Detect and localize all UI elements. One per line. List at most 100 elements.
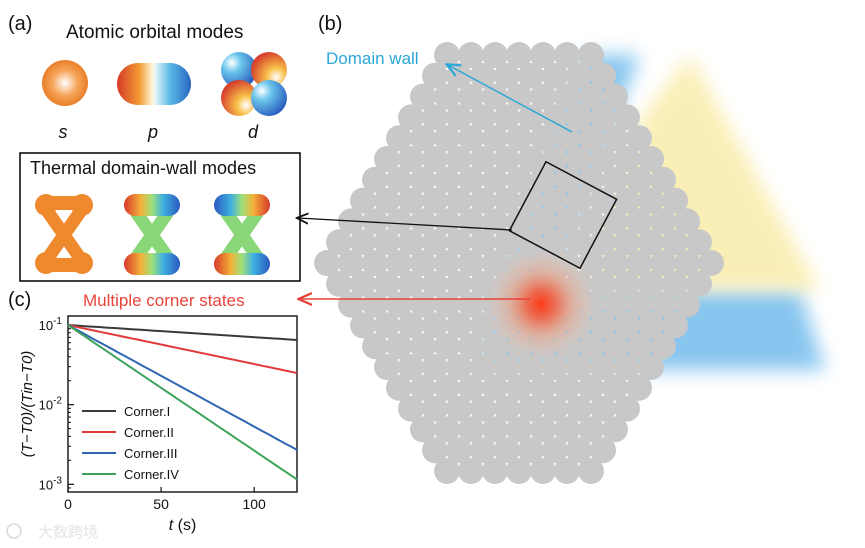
series-line-2 [67,324,298,374]
lattice-node [518,437,544,464]
lattice-node [482,166,508,193]
lattice-node [398,395,424,422]
lattice-node [470,187,496,214]
lattice-node [398,146,424,172]
lattice-node [506,458,532,484]
legend-label: Corner.III [124,446,177,461]
lattice-node [422,229,448,256]
lattice-node [530,125,556,152]
lattice-node [614,312,640,339]
series-line-4 [67,324,298,481]
lattice-node [674,250,700,276]
x-tick-label: 0 [64,496,72,512]
series-line-3 [67,324,298,451]
lattice-node [374,146,400,172]
lattice-node [434,374,460,401]
lattice-node [470,437,496,464]
corner-state-glow [486,249,596,359]
lattice-node [458,250,484,276]
lattice-node [530,166,556,193]
lattice-node [638,229,664,256]
thermal-modes-title: Thermal domain-wall modes [30,158,256,178]
lattice-node [422,270,448,297]
y-tick-exp: -1 [53,316,62,327]
lattice-node [542,104,568,131]
lattice-node [470,146,496,172]
lattice-node [434,83,460,110]
lattice-node [458,166,484,193]
lattice-node [566,354,592,380]
lattice-node [398,229,424,256]
lattice-node [410,208,436,235]
lattice-node [482,125,508,152]
lattice-node [434,125,460,152]
panel-label-a: (a) [8,13,32,35]
lattice-node [590,187,616,214]
lattice-node [530,416,556,443]
lattice-node [674,208,700,235]
lattice-node [494,354,520,380]
lattice-node [566,62,592,89]
lattice-node [662,187,688,214]
lattice-node [566,187,592,214]
watermark-logo-icon [6,523,22,539]
legend-label: Corner.IV [124,467,179,482]
lattice-node [626,125,652,152]
lattice-node [602,250,628,276]
lattice-node [398,354,424,380]
lattice-node [650,250,676,276]
lattice-node [386,166,412,193]
lattice-node [566,104,592,131]
lattice-node [434,416,460,443]
lattice-node [602,333,628,360]
lattice-node [650,333,676,360]
lattice-node [638,270,664,297]
lattice-node [362,166,388,193]
lattice-node [458,291,484,318]
lattice-node [674,291,700,318]
lattice-node [590,395,616,422]
lattice-node [602,83,628,110]
lattice-node [350,312,376,339]
lattice-node [614,146,640,172]
lattice-node [626,208,652,235]
x-tick-label: 100 [242,496,266,512]
lattice-node [614,187,640,214]
lattice-node [446,437,472,464]
lattice-node [350,187,376,214]
lattice-node [470,229,496,256]
lattice-node [506,42,532,68]
lattice-node [470,354,496,380]
lattice-node [386,291,412,318]
lattice-node [350,229,376,256]
lattice-node [422,62,448,89]
lattice-node [686,229,712,256]
lattice-node [590,270,616,297]
lattice-node [494,187,520,214]
lattice-node [386,208,412,235]
lattice-node [614,270,640,297]
lattice-node [434,208,460,235]
lattice-node [458,125,484,152]
lattice-node [566,395,592,422]
y-tick-base: 10 [39,318,53,333]
lattice-node [614,354,640,380]
lattice-node [434,250,460,276]
lattice-node [698,250,724,276]
lattice-node [614,395,640,422]
lattice-node [446,229,472,256]
lattice-node [494,62,520,89]
lattice-node [554,83,580,110]
lattice-node [506,83,532,110]
lattice-node [626,291,652,318]
lattice-node [554,125,580,152]
y-tick-label: 10-2 [39,396,63,413]
lattice-node [554,166,580,193]
lattice-node [446,187,472,214]
y-tick-base: 10 [39,477,53,492]
lattice-node [422,354,448,380]
lattice-node [518,395,544,422]
lattice-node [578,125,604,152]
lattice-node [518,146,544,172]
